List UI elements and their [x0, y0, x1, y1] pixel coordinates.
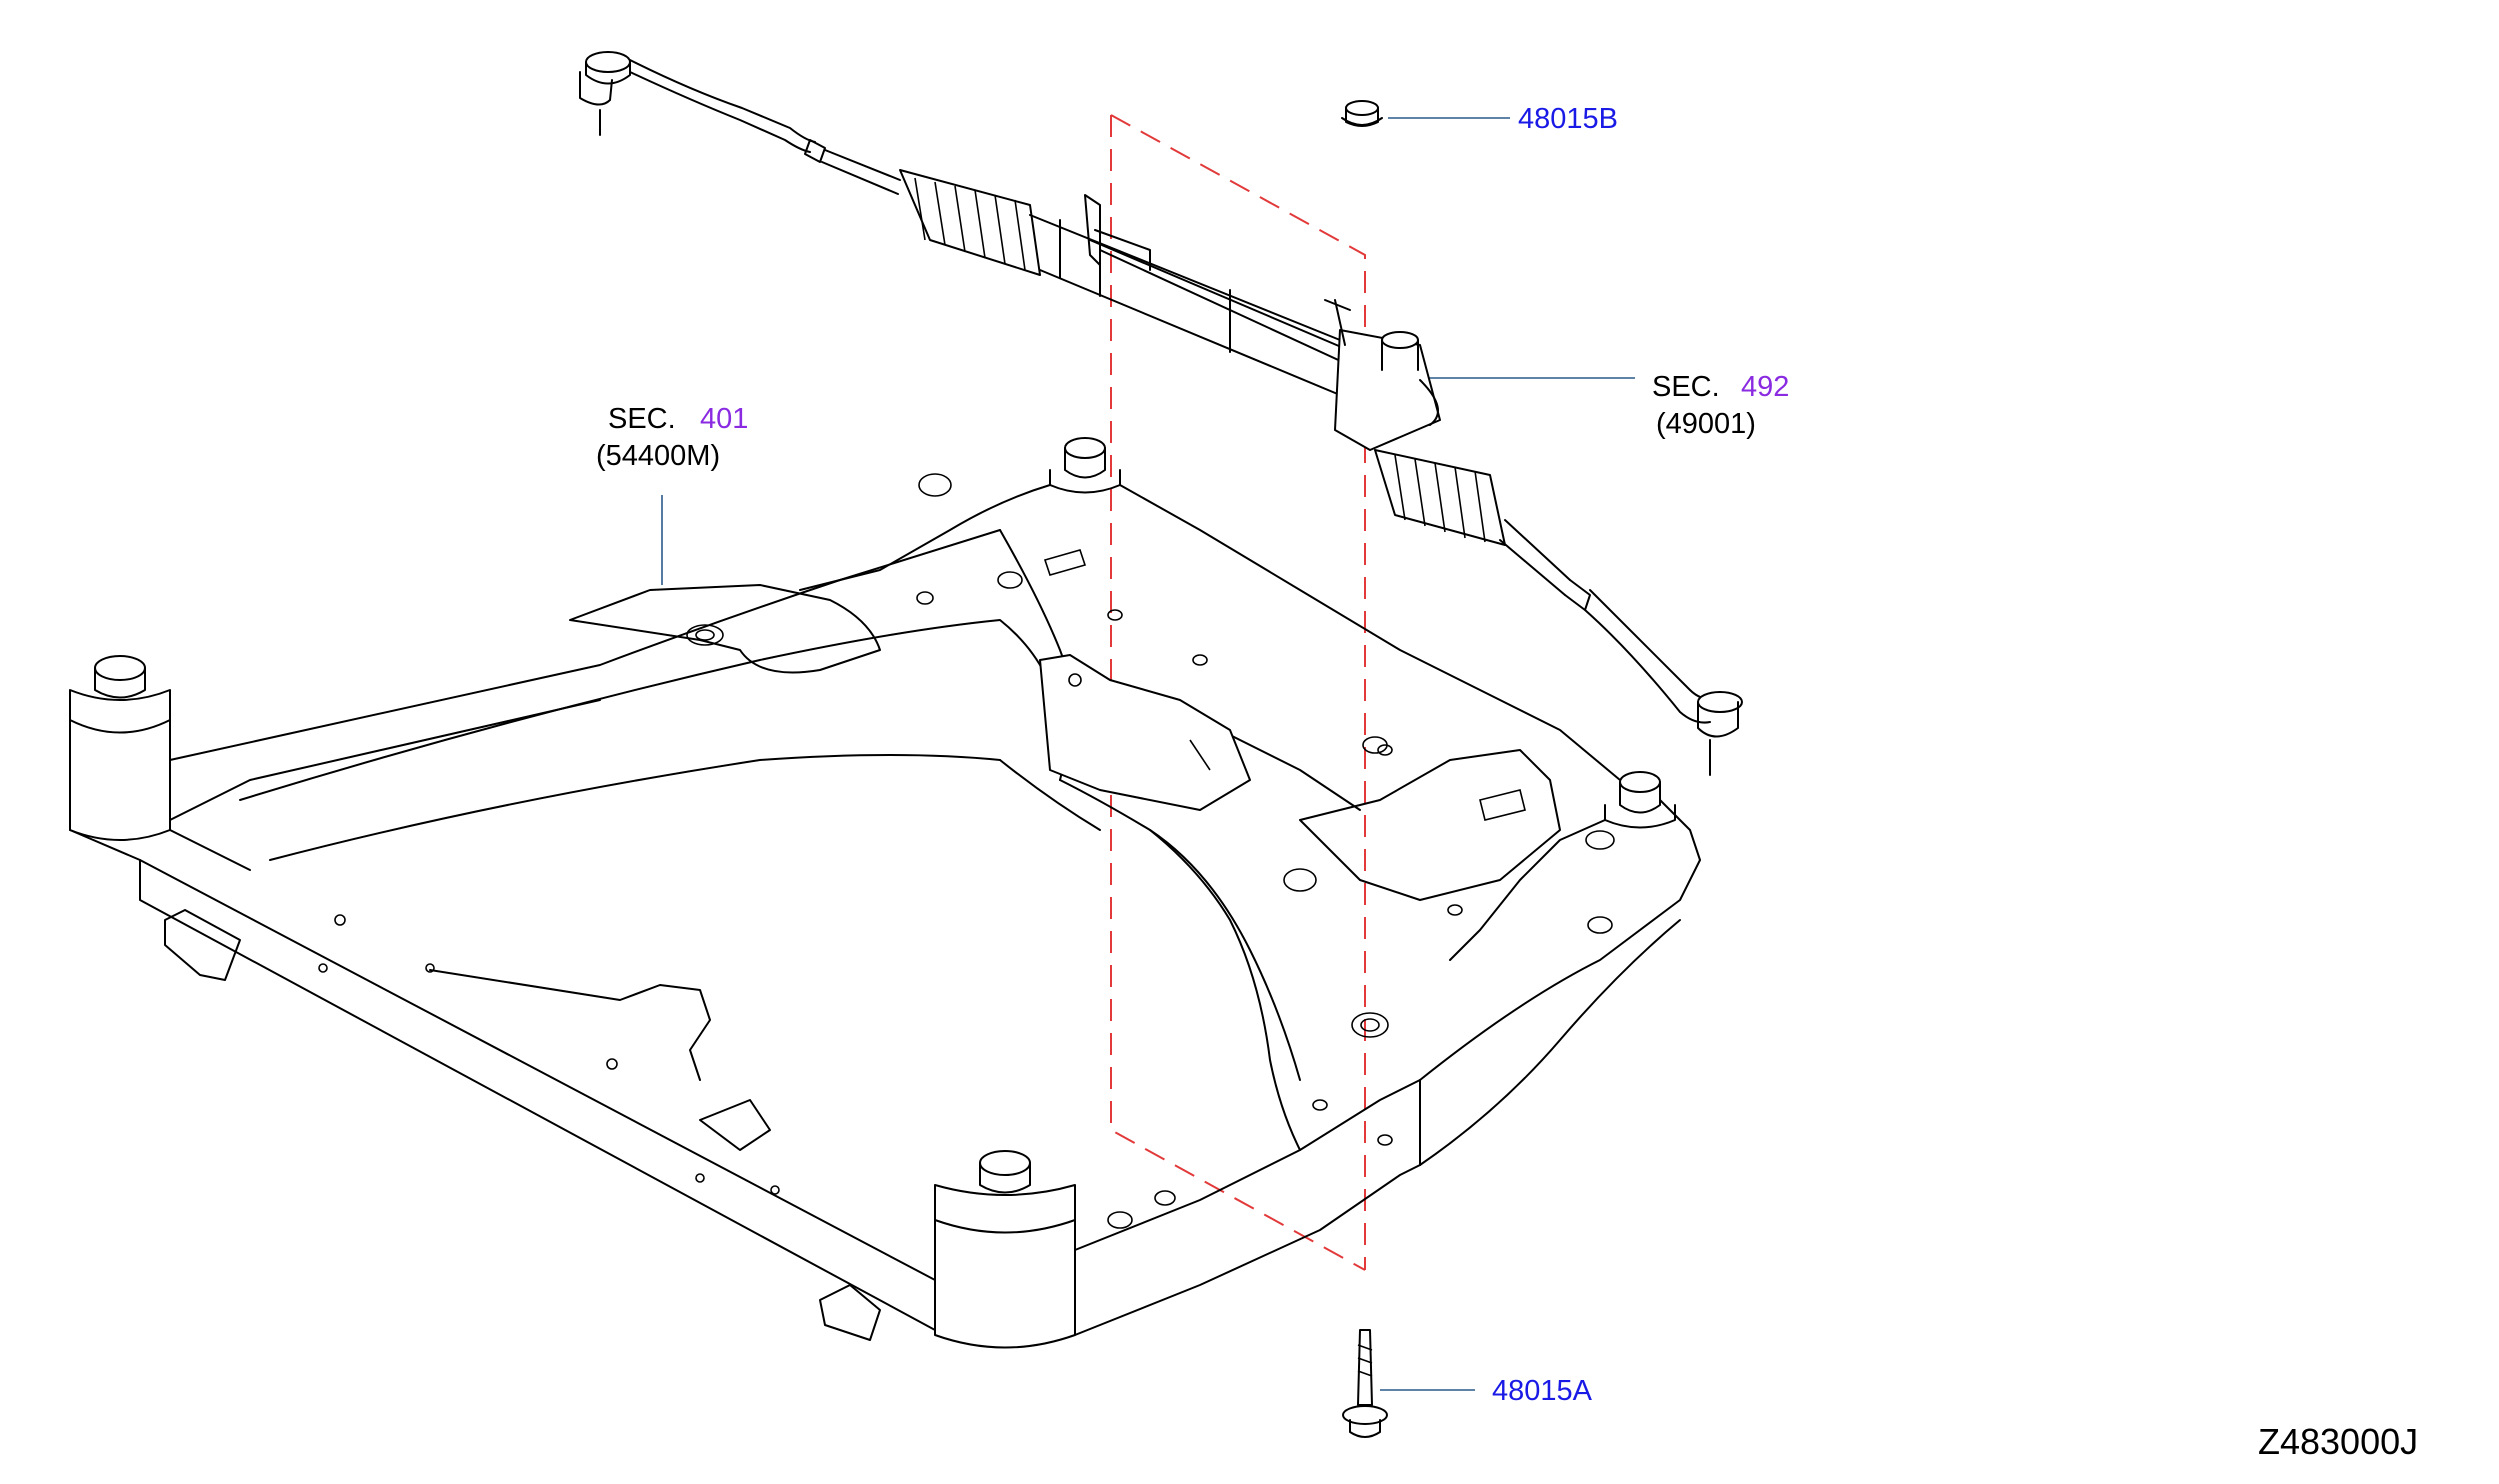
steering-gear-assembly[interactable]	[579, 51, 1743, 776]
sec-left-part: (54400M)	[596, 440, 721, 472]
leader-lines	[661, 117, 1635, 1391]
mounting-nut[interactable]	[1341, 100, 1383, 127]
sec-right-number[interactable]: 492	[1741, 371, 1790, 403]
sec-left-prefix: SEC.	[608, 403, 676, 435]
sec-right-prefix: SEC.	[1652, 371, 1720, 403]
sec-right-part: (49001)	[1656, 408, 1756, 440]
mounting-bolt[interactable]	[1342, 1329, 1388, 1438]
part-number-bolt[interactable]: 48015A	[1492, 1375, 1592, 1407]
mounting-alignment-lines	[1110, 114, 1366, 1271]
suspension-member[interactable]	[69, 437, 1701, 1349]
part-number-nut[interactable]: 48015B	[1518, 103, 1618, 135]
diagram-id: Z483000J	[2258, 1421, 2419, 1462]
sec-left-number[interactable]: 401	[700, 403, 749, 435]
